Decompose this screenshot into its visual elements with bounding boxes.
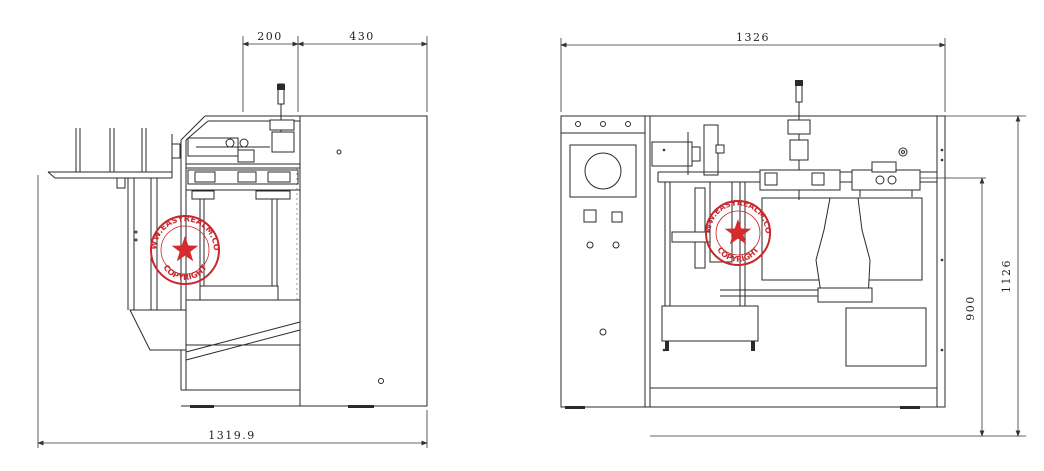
dim-label-200: 200 — [257, 30, 283, 43]
front-display-dial — [584, 152, 622, 190]
watermark-stamp-left: WWW.EASYREALM.COM COPYRIGHT — [149, 214, 221, 285]
dim-label-900: 900 — [964, 295, 977, 321]
front-foot-left — [565, 406, 585, 409]
front-button-square-2 — [611, 211, 623, 223]
side-foot-left — [190, 405, 214, 408]
dim-label-1126: 1126 — [1000, 259, 1013, 293]
side-foot-right — [348, 405, 374, 408]
front-motor — [651, 141, 693, 167]
dim-label-1326: 1326 — [736, 31, 770, 44]
front-carriage-right — [851, 169, 921, 191]
dim-label-430: 430 — [349, 30, 375, 43]
side-view: 200 430 1319.9 — [37, 30, 428, 448]
side-cabinet-hole — [336, 149, 342, 155]
dim-label-1319-9: 1319.9 — [208, 429, 256, 442]
front-lower-left-box — [661, 305, 759, 342]
side-cabinet — [299, 115, 428, 407]
front-view: 1326 900 1126 — [560, 31, 1026, 437]
front-button-square-1 — [583, 209, 597, 223]
front-display-box — [569, 144, 637, 198]
side-lower-chute — [129, 309, 187, 351]
front-top-handle — [795, 83, 803, 103]
side-cabinet-hole-low — [378, 378, 384, 384]
front-lower-right-box — [845, 307, 927, 367]
front-foot-right — [900, 406, 920, 409]
front-gauge — [898, 147, 908, 157]
